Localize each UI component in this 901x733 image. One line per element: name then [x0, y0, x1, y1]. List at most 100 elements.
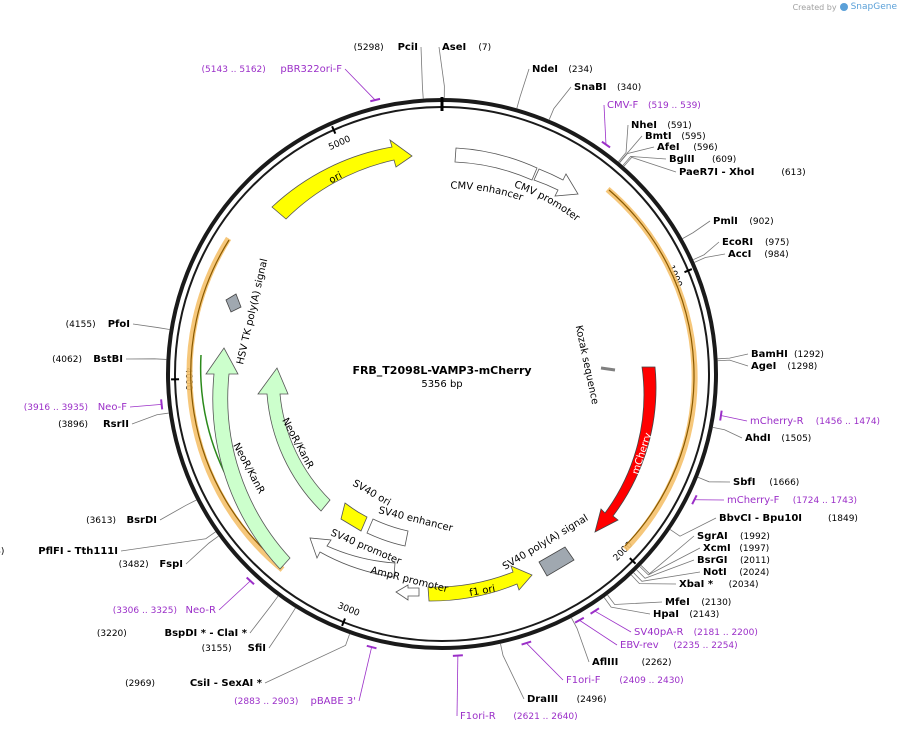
site-position: (1997)	[739, 544, 769, 554]
primer-leader-line	[579, 619, 618, 646]
site-leader-line	[185, 535, 219, 565]
site-csii[interactable]: CsiI - SexAI *(2969)	[125, 633, 350, 689]
site-pmli[interactable]: PmlI(902)	[682, 216, 774, 239]
site-pfoi[interactable]: PfoI(4155)	[66, 319, 170, 330]
primer-range: (2181 .. 2200)	[694, 628, 758, 638]
feature-cmv-enhancer[interactable]	[454, 147, 538, 181]
site-draiii[interactable]: DraIII (2496)	[500, 643, 607, 705]
feature-label-kozak: Kozak sequence	[573, 324, 601, 405]
site-nhei[interactable]: NheI(591)	[618, 120, 692, 162]
site-leader-line	[125, 358, 167, 360]
primer-range: (2235 .. 2254)	[673, 641, 737, 651]
site-position: (595)	[681, 132, 705, 142]
site-afliii[interactable]: AflIII(2262)	[571, 617, 672, 668]
feature-sv40-promoter[interactable]	[309, 537, 396, 578]
site-sbfi[interactable]: SbfI(1666)	[697, 476, 799, 488]
site-ecori[interactable]: EcoRI(975)	[693, 237, 789, 261]
site-asei[interactable]: AseI(7)	[438, 42, 491, 99]
primer-mcherry-f[interactable]: mCherry-F(1724 .. 1743)	[691, 494, 857, 506]
site-leader-line	[682, 220, 711, 239]
site-hpai[interactable]: HpaI(2143)	[603, 597, 719, 620]
feature-cmv-promoter[interactable]	[533, 168, 579, 197]
feature-sv40-enhancer[interactable]	[366, 518, 409, 547]
primer-f1ori-r[interactable]: F1ori-R(2621 .. 2640)	[452, 654, 578, 722]
site-fspi[interactable]: FspI(3482)	[119, 535, 219, 570]
site-position: (4155)	[66, 320, 96, 330]
feature-mcherry[interactable]	[594, 366, 657, 533]
site-position: (3220)	[97, 629, 127, 639]
site-position: (2969)	[125, 679, 155, 689]
site-position: (2024)	[739, 568, 769, 578]
primer-range: (2883 .. 2903)	[234, 697, 298, 707]
site-pflfi[interactable]: PflFI - Tth111I(3498)	[0, 531, 216, 557]
site-position: (1298)	[787, 362, 817, 372]
site-agei[interactable]: AgeI(1298)	[717, 359, 818, 372]
site-position: (2496)	[577, 695, 607, 705]
primer-mcherry-r[interactable]: mCherry-R(1456 .. 1474)	[719, 410, 880, 427]
site-mfei[interactable]: MfeI(2130)	[607, 594, 731, 608]
site-bsrgi[interactable]: BsrGI(2011)	[636, 555, 770, 579]
site-snabi[interactable]: SnaBI(340)	[548, 82, 641, 120]
site-leader-line	[132, 323, 170, 330]
primer-name: pBABE 3'	[310, 696, 356, 707]
site-position: (1505)	[781, 434, 811, 444]
plasmid-length: 5356 bp	[421, 379, 462, 390]
feature-kozak-sequence[interactable]	[600, 366, 616, 372]
site-leader-line	[603, 597, 651, 615]
site-xcmi[interactable]: XcmI(1997)	[639, 543, 770, 576]
site-leader-line	[120, 531, 216, 552]
site-acci[interactable]: AccI(984)	[694, 249, 789, 263]
site-paer7i[interactable]: PaeR7I - XhoI(613)	[623, 156, 806, 178]
site-name: PmlI	[713, 216, 738, 227]
feature-sv40-polya-signal[interactable]	[538, 546, 575, 577]
site-position: (975)	[765, 238, 789, 248]
site-name: DraIII	[527, 694, 558, 705]
feature-ori[interactable]	[271, 138, 413, 220]
site-position: (591)	[667, 121, 691, 131]
site-name: AhdI	[745, 433, 771, 444]
primer-f1ori-f[interactable]: F1ori-F(2409 .. 2430)	[521, 640, 684, 686]
site-rsrii[interactable]: RsrII(3896)	[58, 412, 169, 430]
site-bbvci[interactable]: BbvCI - Bpu10I(1849)	[669, 513, 858, 537]
primer-range: (1456 .. 1474)	[816, 417, 880, 427]
feature-neor-kanr-outer[interactable]	[205, 347, 291, 570]
site-position: (5298)	[354, 43, 384, 53]
site-bspdi[interactable]: BspDI * - ClaI * (3220)	[97, 595, 279, 639]
site-leader-line	[712, 427, 743, 439]
site-bsrdi[interactable]: BsrDI(3613)	[86, 499, 197, 526]
site-sfii[interactable]: SfiI(3155)	[202, 607, 296, 654]
primer-pbabe-3[interactable]: pBABE 3' (2883 .. 2903)	[234, 644, 377, 707]
primer-neo-r[interactable]: Neo-R(3306 .. 3325)	[113, 576, 255, 616]
primer-range: (2621 .. 2640)	[513, 712, 577, 722]
primer-neo-f[interactable]: Neo-F(3916 .. 3935)	[24, 399, 164, 413]
feature-label-sv40-ori: SV40 ori	[351, 478, 393, 509]
site-pcii[interactable]: PciI(5298)	[354, 42, 424, 99]
site-afei[interactable]: AfeI(596)	[619, 142, 718, 164]
site-sgrai[interactable]: SgrAI(1992)	[640, 531, 770, 575]
feature-sv40-ori[interactable]	[340, 502, 368, 532]
site-name: BspDI * - ClaI *	[164, 628, 247, 639]
site-ndei[interactable]: NdeI(234)	[516, 64, 593, 109]
site-name: NotI	[703, 567, 727, 578]
brand-name: SnapGene	[850, 2, 897, 12]
primer-leader-line	[603, 104, 607, 145]
site-xbai[interactable]: XbaI *(2034)	[630, 574, 759, 590]
feature-neor-kanr-inner[interactable]	[257, 367, 331, 512]
feature-ampr-promoter[interactable]	[395, 584, 420, 601]
site-bstbi[interactable]: BstBI(4062)	[52, 354, 167, 365]
site-noti[interactable]: NotI (2024)	[633, 567, 770, 582]
primer-pbr322ori-f[interactable]: pBR322ori-F(5143 .. 5162)	[202, 64, 381, 103]
site-leader-line	[516, 68, 530, 109]
feature-f1-ori[interactable]	[427, 565, 533, 602]
site-name: MfeI	[665, 597, 690, 608]
site-bglii[interactable]: BglII(609)	[622, 154, 736, 166]
site-leader-line	[131, 412, 169, 425]
primer-leader-line	[526, 642, 564, 681]
primer-sv40pa-r[interactable]: SV40pA-R(2181 .. 2200)	[590, 607, 758, 638]
site-ahdi[interactable]: AhdI (1505)	[712, 427, 812, 444]
snapgene-credit: Created by SnapGene	[793, 2, 897, 12]
primer-cmv-f[interactable]: CMV-F(519 .. 539)	[601, 100, 701, 149]
site-bamhi[interactable]: BamHI(1292)	[717, 349, 824, 360]
feature-hsv-tk-polya-signal[interactable]	[225, 293, 242, 313]
primer-ebv-rev[interactable]: EBV-rev(2235 .. 2254)	[574, 616, 738, 651]
